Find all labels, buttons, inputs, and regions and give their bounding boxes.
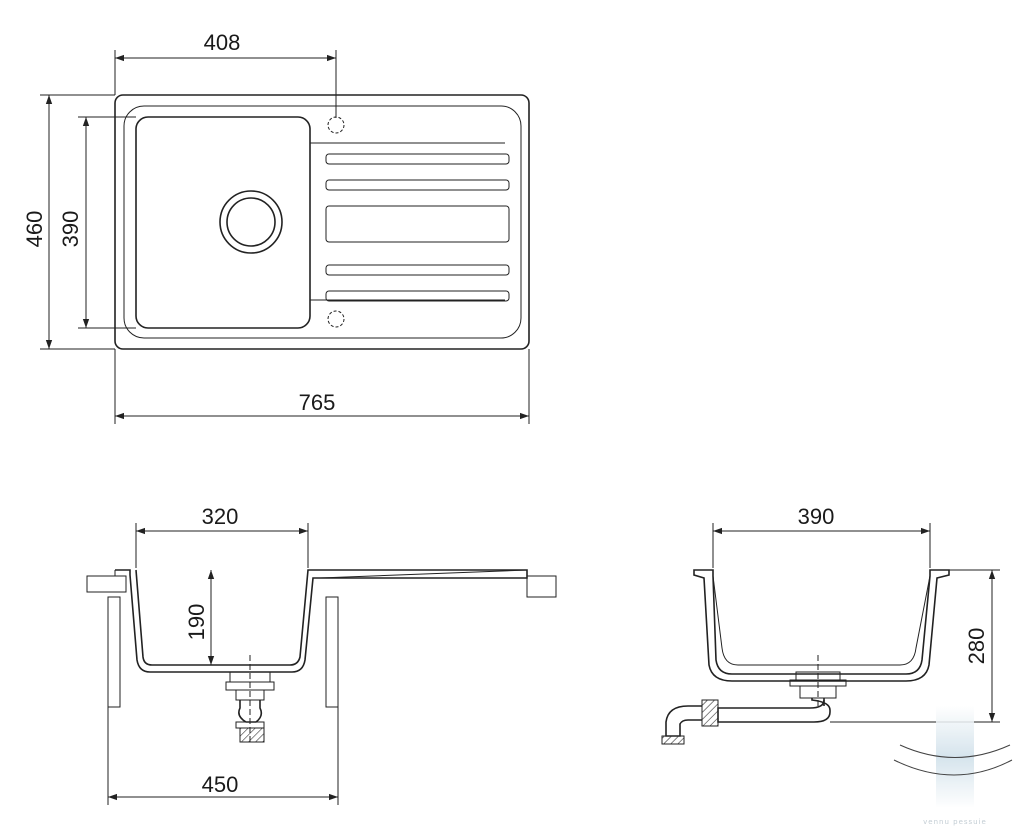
countertop-right (526, 575, 557, 598)
side-sink-body (115, 569, 528, 673)
tap-hole-top (327, 116, 345, 134)
cabinet-wall-right (325, 596, 339, 708)
dim-label-450: 450 (202, 772, 239, 797)
watermark-text: vennu pessuie (923, 818, 987, 826)
dim-label-390-top: 390 (58, 211, 83, 248)
brand-watermark: vennu pessuie (893, 706, 1013, 826)
end-waste-pipe (661, 655, 847, 745)
dim-label-460: 460 (22, 211, 47, 248)
dim-label-390-end: 390 (798, 504, 835, 529)
drain-inner-circle (226, 197, 276, 247)
cabinet-wall-left (107, 596, 121, 708)
sink-inner-rim (123, 105, 522, 339)
side-waste-fitting (225, 655, 275, 745)
sink-outer-rim (114, 94, 530, 350)
end-section-view: 390 280 (661, 504, 1000, 745)
side-section-view: 320 190 450 (86, 504, 557, 805)
dim-label-765: 765 (299, 390, 336, 415)
dim-label-280: 280 (964, 628, 989, 665)
countertop-left (86, 575, 127, 593)
dim-label-190: 190 (184, 604, 209, 641)
tap-hole-bottom (327, 310, 345, 328)
dim-label-320: 320 (202, 504, 239, 529)
drain-outer-circle (219, 190, 283, 254)
drainer-grooves (325, 153, 510, 302)
top-view: 408 460 390 765 (22, 30, 530, 424)
bowl-outline (135, 116, 311, 329)
dim-label-408: 408 (204, 30, 241, 55)
